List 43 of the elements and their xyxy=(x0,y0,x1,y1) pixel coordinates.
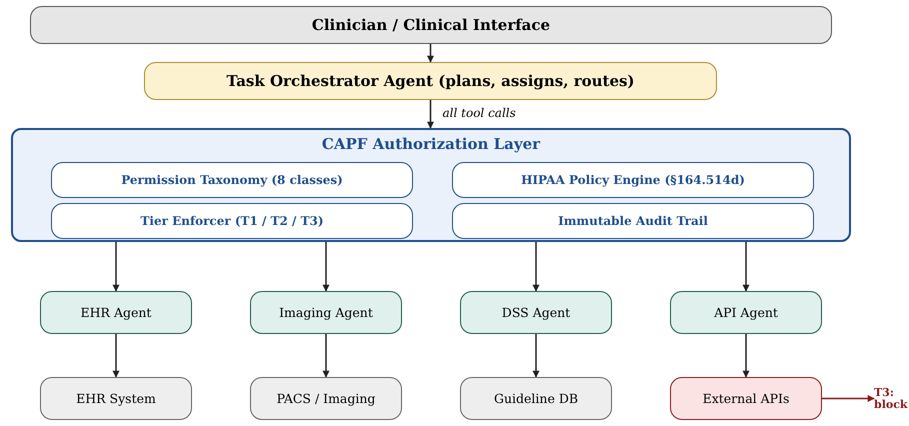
agent-box xyxy=(460,291,612,334)
arrow xyxy=(742,242,750,292)
node-label: HIPAA Policy Engine (§164.514d) xyxy=(521,173,745,187)
arrow xyxy=(112,334,120,378)
agent-box xyxy=(670,291,822,334)
arrow xyxy=(322,334,330,378)
agent-box xyxy=(40,291,192,334)
orchestrator-box xyxy=(144,62,717,100)
arrow xyxy=(427,44,434,63)
node-label: DSS Agent xyxy=(502,305,570,320)
node-label: Task Orchestrator Agent (plans, assigns, routes) xyxy=(226,72,635,90)
node-label: Tier Enforcer (T1 / T2 / T3) xyxy=(140,214,324,228)
system-box xyxy=(460,377,612,420)
node-label: Immutable Audit Trail xyxy=(558,214,708,228)
node-label: Permission Taxonomy (8 classes) xyxy=(121,173,343,187)
system-box xyxy=(250,377,402,420)
node-label: EHR System xyxy=(76,391,156,406)
arrow xyxy=(322,242,330,292)
node-label: External APIs xyxy=(702,391,790,406)
node-label: API Agent xyxy=(714,305,778,320)
agent-box xyxy=(250,291,402,334)
component-box xyxy=(452,162,814,198)
node-label: Clinician / Clinical Interface xyxy=(312,16,550,34)
panel-title: CAPF Authorization Layer xyxy=(322,135,540,153)
arrow xyxy=(822,395,875,402)
interface-box xyxy=(30,6,832,44)
system-box xyxy=(670,377,822,420)
arrow xyxy=(427,100,434,129)
arrow xyxy=(532,334,540,378)
outcome-label: T3: block xyxy=(874,386,909,412)
node-label: Imaging Agent xyxy=(279,305,373,320)
arrow xyxy=(112,242,120,292)
layer-panel xyxy=(11,128,851,242)
component-box xyxy=(452,203,814,239)
node-label: EHR Agent xyxy=(80,305,152,320)
system-box xyxy=(40,377,192,420)
node-label: PACS / Imaging xyxy=(276,391,376,406)
component-box xyxy=(51,203,413,239)
node-label: Guideline DB xyxy=(494,391,578,406)
component-box xyxy=(51,162,413,198)
arrow xyxy=(742,334,750,378)
edge-label: all tool calls xyxy=(440,106,518,120)
arrow xyxy=(532,242,540,292)
